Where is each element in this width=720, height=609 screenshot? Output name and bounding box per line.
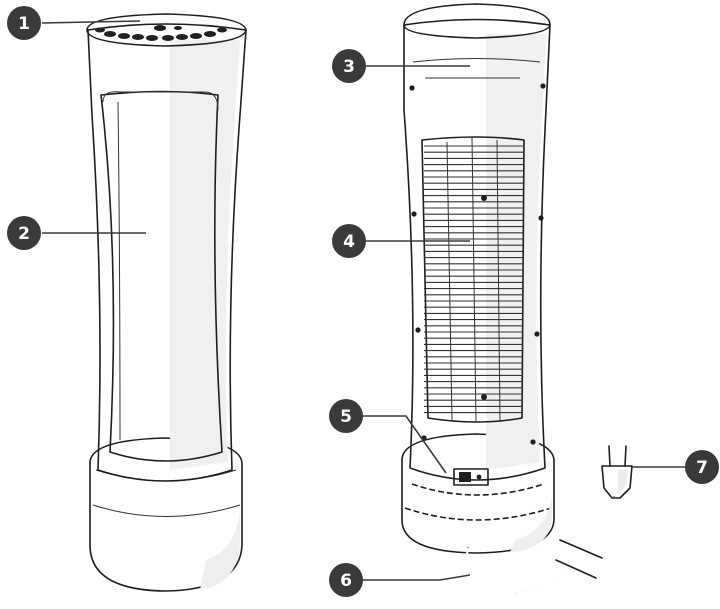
front-tower-body — [87, 23, 247, 482]
power-cord — [465, 496, 616, 595]
back-base — [401, 433, 555, 554]
front-base — [89, 437, 243, 592]
screws — [409, 83, 546, 445]
callout-label-6: 6 — [340, 571, 352, 591]
callout-label-2: 2 — [18, 224, 30, 244]
rear-air-grille — [421, 136, 525, 423]
callout-badge-6: 6 — [329, 563, 363, 597]
back-view-heater — [401, 3, 555, 554]
callout-badge-7: 7 — [685, 450, 719, 484]
callout-label-3: 3 — [343, 57, 355, 77]
callout-badge-1: 1 — [7, 6, 41, 40]
power-switch — [453, 468, 489, 486]
callout-badge-4: 4 — [332, 224, 366, 258]
back-top-cap — [403, 3, 551, 39]
callout-badge-5: 5 — [329, 399, 363, 433]
front-top-cap — [86, 13, 247, 47]
callout-label-1: 1 — [18, 14, 30, 34]
callout-badge-2: 2 — [7, 216, 41, 250]
callout-label-7: 7 — [696, 458, 708, 478]
callout-label-4: 4 — [343, 232, 355, 252]
control-panel — [95, 25, 227, 41]
back-tower-body — [403, 18, 551, 481]
leader-lines — [41, 20, 690, 581]
callout-label-5: 5 — [340, 407, 352, 427]
front-panel-outline — [100, 90, 223, 462]
front-view-heater — [86, 13, 247, 592]
power-plug — [601, 445, 633, 499]
callout-badge-3: 3 — [332, 49, 366, 83]
